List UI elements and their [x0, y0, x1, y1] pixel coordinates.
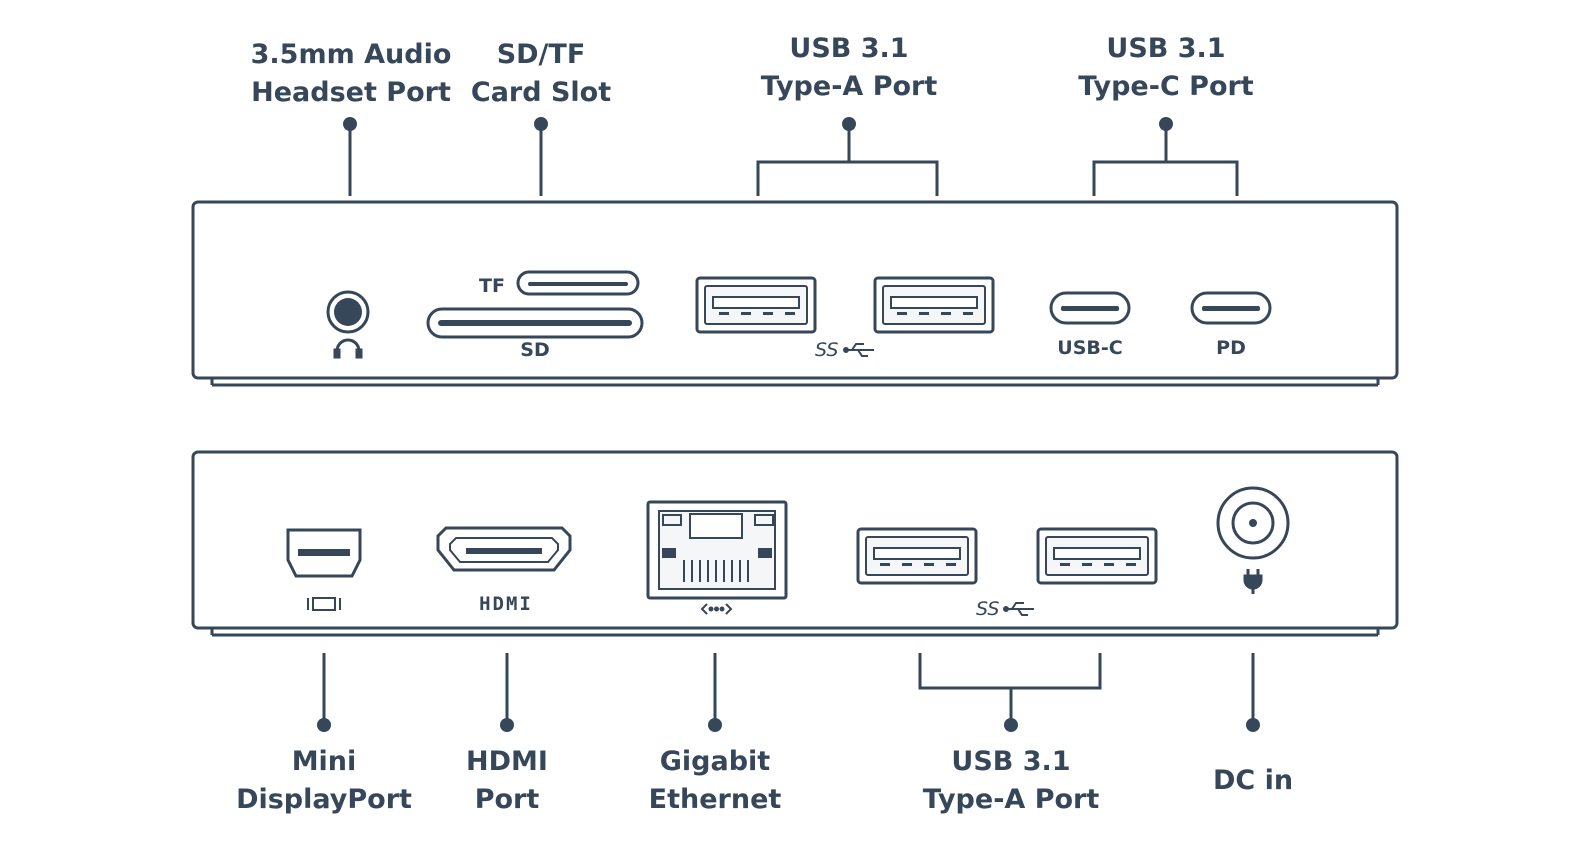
svg-text:Gigabit: Gigabit: [660, 746, 771, 777]
usb-c-port: [1049, 291, 1131, 325]
svg-text:Port: Port: [475, 784, 540, 815]
ethernet-icon: [700, 603, 733, 615]
usb-c-pd-port: [1190, 291, 1272, 325]
headphone-icon: [333, 338, 363, 359]
pd-label: PD: [1216, 337, 1246, 359]
usb-a-port: [1036, 527, 1158, 585]
callout-mini-displayport: Mini DisplayPort: [236, 653, 412, 815]
usb-pins: [719, 312, 1136, 566]
svg-text:USB 3.1: USB 3.1: [789, 33, 908, 64]
callout-hdmi: HDMI Port: [466, 653, 548, 815]
tf-card-slot: [516, 270, 640, 296]
hdmi-port: [436, 526, 572, 572]
rear-panel: [191, 450, 1399, 637]
svg-text:Type-A Port: Type-A Port: [923, 784, 1100, 815]
svg-text:3.5mm Audio: 3.5mm Audio: [251, 39, 452, 70]
mini-displayport-port: [286, 528, 362, 578]
svg-text:DisplayPort: DisplayPort: [236, 784, 412, 815]
svg-text:Headset Port: Headset Port: [251, 77, 451, 108]
callout-ethernet: Gigabit Ethernet: [649, 653, 782, 815]
usb-a-port: [873, 276, 995, 334]
sd-label: SD: [520, 339, 549, 361]
callout-usb-a-bottom: USB 3.1 Type-A Port: [918, 653, 1102, 815]
usb-trident-icon: [1003, 602, 1034, 616]
mini-displayport-icon: [307, 597, 341, 611]
audio-jack: [326, 290, 370, 334]
sd-card-slot: [426, 307, 644, 339]
superspeed-logo: SS: [976, 598, 999, 620]
svg-text:Type-A Port: Type-A Port: [761, 71, 938, 102]
svg-text:SD/TF: SD/TF: [497, 39, 586, 70]
callout-audio: 3.5mm Audio Headset Port: [251, 39, 452, 196]
callout-usb-c-top: USB 3.1 Type-C Port: [1078, 33, 1254, 196]
usb-a-port: [695, 276, 817, 334]
svg-text:USB 3.1: USB 3.1: [1106, 33, 1225, 64]
svg-text:USB 3.1: USB 3.1: [951, 746, 1070, 777]
callout-card-slot: SD/TF Card Slot: [471, 39, 611, 196]
svg-text:Mini: Mini: [292, 746, 357, 777]
ethernet-port: [646, 500, 788, 600]
svg-text:Type-C Port: Type-C Port: [1078, 71, 1254, 102]
hdmi-logo: HDMI: [479, 593, 533, 615]
callout-usb-a-top: USB 3.1 Type-A Port: [756, 33, 939, 196]
svg-text:Card Slot: Card Slot: [471, 77, 611, 108]
dc-power-jack: [1216, 486, 1290, 560]
callout-dc-in: DC in: [1213, 653, 1293, 796]
svg-text:HDMI: HDMI: [466, 746, 548, 777]
usb-a-port: [856, 527, 978, 585]
tf-label: TF: [479, 275, 505, 297]
svg-text:Ethernet: Ethernet: [649, 784, 782, 815]
power-plug-icon: [1243, 569, 1263, 594]
usb-trident-icon: [843, 343, 874, 357]
superspeed-logo: SS: [815, 339, 838, 361]
usb-c-label: USB-C: [1057, 337, 1122, 359]
svg-text:DC in: DC in: [1213, 765, 1293, 796]
